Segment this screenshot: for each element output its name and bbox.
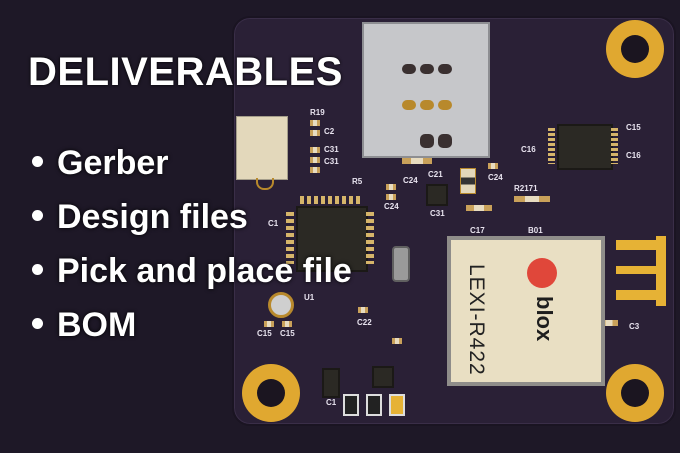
led bbox=[389, 394, 405, 416]
mcu-chip bbox=[296, 206, 368, 272]
deliverables-list: Gerber Design files Pick and place file … bbox=[32, 140, 352, 356]
label-c15: C15 bbox=[626, 123, 641, 132]
sim-card-holder bbox=[362, 22, 490, 158]
edge-connector-pin bbox=[616, 266, 656, 274]
crystal bbox=[392, 246, 410, 282]
edge-connector-body bbox=[656, 236, 666, 306]
bullet-icon bbox=[32, 317, 43, 329]
label-c1: C1 bbox=[268, 219, 279, 228]
label-c31: C31 bbox=[324, 145, 339, 154]
label-c31: C31 bbox=[324, 157, 339, 166]
lexi-module bbox=[447, 236, 605, 386]
page-title: DELIVERABLES bbox=[28, 50, 343, 94]
label-c15: C15 bbox=[257, 329, 272, 338]
label-b01: B01 bbox=[528, 226, 543, 235]
bullet-icon bbox=[32, 263, 43, 275]
label-u1: U1 bbox=[304, 293, 315, 302]
label-c15: C15 bbox=[280, 329, 295, 338]
label-c31: C31 bbox=[430, 209, 445, 218]
fuse bbox=[460, 168, 476, 194]
small-ic-c1 bbox=[322, 368, 340, 398]
connector-left bbox=[236, 116, 288, 180]
label-c1: C1 bbox=[326, 398, 337, 407]
mounting-hole-bottom-left bbox=[242, 364, 300, 422]
label-c17: C17 bbox=[470, 226, 485, 235]
label-r19: R19 bbox=[310, 108, 325, 117]
module-model: LEXI-R422 bbox=[465, 264, 488, 376]
small-ic bbox=[426, 184, 448, 206]
ufl-connector bbox=[268, 292, 294, 318]
label-r2171: R2171 bbox=[514, 184, 538, 193]
mounting-hole-top-right bbox=[606, 20, 664, 78]
diode-1 bbox=[343, 394, 359, 416]
label-c3: C3 bbox=[629, 322, 640, 331]
ublox-logo-icon bbox=[527, 258, 557, 288]
module-brand: blox bbox=[532, 296, 557, 342]
mounting-hole-bottom-right bbox=[606, 364, 664, 422]
label-c2: C2 bbox=[324, 127, 335, 136]
label-c22: C22 bbox=[357, 318, 372, 327]
small-ic-bottom bbox=[372, 366, 394, 388]
label-c24: C24 bbox=[403, 176, 418, 185]
label-c16: C16 bbox=[626, 151, 641, 160]
bullet-icon bbox=[32, 209, 43, 221]
deliverable-item: Pick and place file bbox=[32, 248, 352, 302]
edge-connector-pin bbox=[616, 240, 660, 250]
label-c21: C21 bbox=[428, 170, 443, 179]
label-c24: C24 bbox=[384, 202, 399, 211]
bullet-icon bbox=[32, 155, 43, 167]
deliverable-item: BOM bbox=[32, 302, 352, 356]
deliverable-item: Design files bbox=[32, 194, 352, 248]
label-c24: C24 bbox=[488, 173, 503, 182]
edge-connector-pin bbox=[616, 290, 660, 300]
diode-2 bbox=[366, 394, 382, 416]
qfn-chip bbox=[557, 124, 613, 170]
deliverable-item: Gerber bbox=[32, 140, 352, 194]
label-r5: R5 bbox=[352, 177, 363, 186]
label-c16: C16 bbox=[521, 145, 536, 154]
connector-tab bbox=[256, 178, 274, 190]
